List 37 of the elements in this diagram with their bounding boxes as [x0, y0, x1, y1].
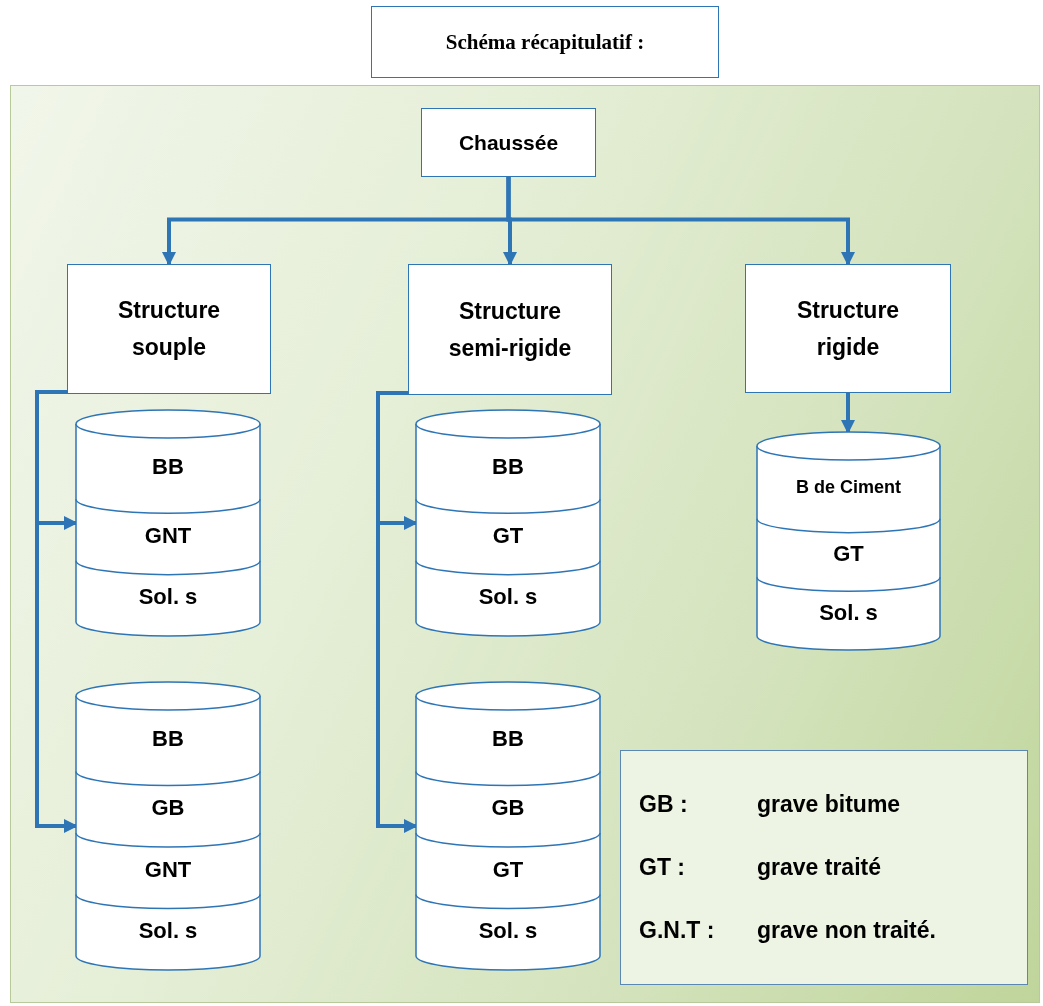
layer-label: GB — [150, 795, 186, 822]
box-label: Structure souple — [116, 296, 222, 362]
category-box — [67, 264, 271, 394]
connector-arrow — [376, 391, 418, 833]
definition: grave traité — [757, 854, 882, 881]
connector-arrow — [506, 177, 855, 266]
category-box — [421, 108, 596, 177]
category-box — [745, 264, 951, 393]
layer-label: Sol. s — [477, 584, 539, 611]
definition: grave bitume — [757, 791, 902, 818]
layer-label: BB — [491, 725, 525, 752]
layer-label: GNT — [143, 523, 193, 549]
connector-arrow — [35, 390, 78, 833]
connector-arrow — [841, 393, 855, 434]
layer-label: Sol. s — [137, 584, 199, 611]
definition: grave non traité. — [757, 917, 937, 944]
layer-label: B de Ciment — [795, 476, 902, 498]
box-label: Structure semi-rigide — [447, 296, 573, 363]
title-box: Schéma récapitulatif : — [371, 6, 719, 78]
layer-label: Sol. s — [137, 918, 199, 945]
layer-label: Sol. s — [477, 918, 539, 945]
box-label: Chaussée — [458, 129, 559, 156]
layer-label: BB — [491, 453, 525, 480]
layer-label: Sol. s — [818, 599, 879, 626]
layer-label: GT — [491, 523, 525, 549]
category-box — [408, 264, 612, 395]
layer-label: GT — [491, 856, 525, 883]
layer-label: GB — [490, 795, 526, 822]
box-label: Structure rigide — [795, 295, 901, 362]
layer-label: BB — [151, 453, 185, 480]
layer-label: GT — [832, 541, 865, 567]
abbreviation: GT : — [639, 854, 686, 881]
layer-label: BB — [151, 725, 185, 752]
abbreviation: GB : — [639, 791, 689, 818]
legend-box — [620, 750, 1028, 985]
abbreviation: G.N.T : — [639, 917, 716, 944]
layer-label: GNT — [143, 856, 193, 883]
